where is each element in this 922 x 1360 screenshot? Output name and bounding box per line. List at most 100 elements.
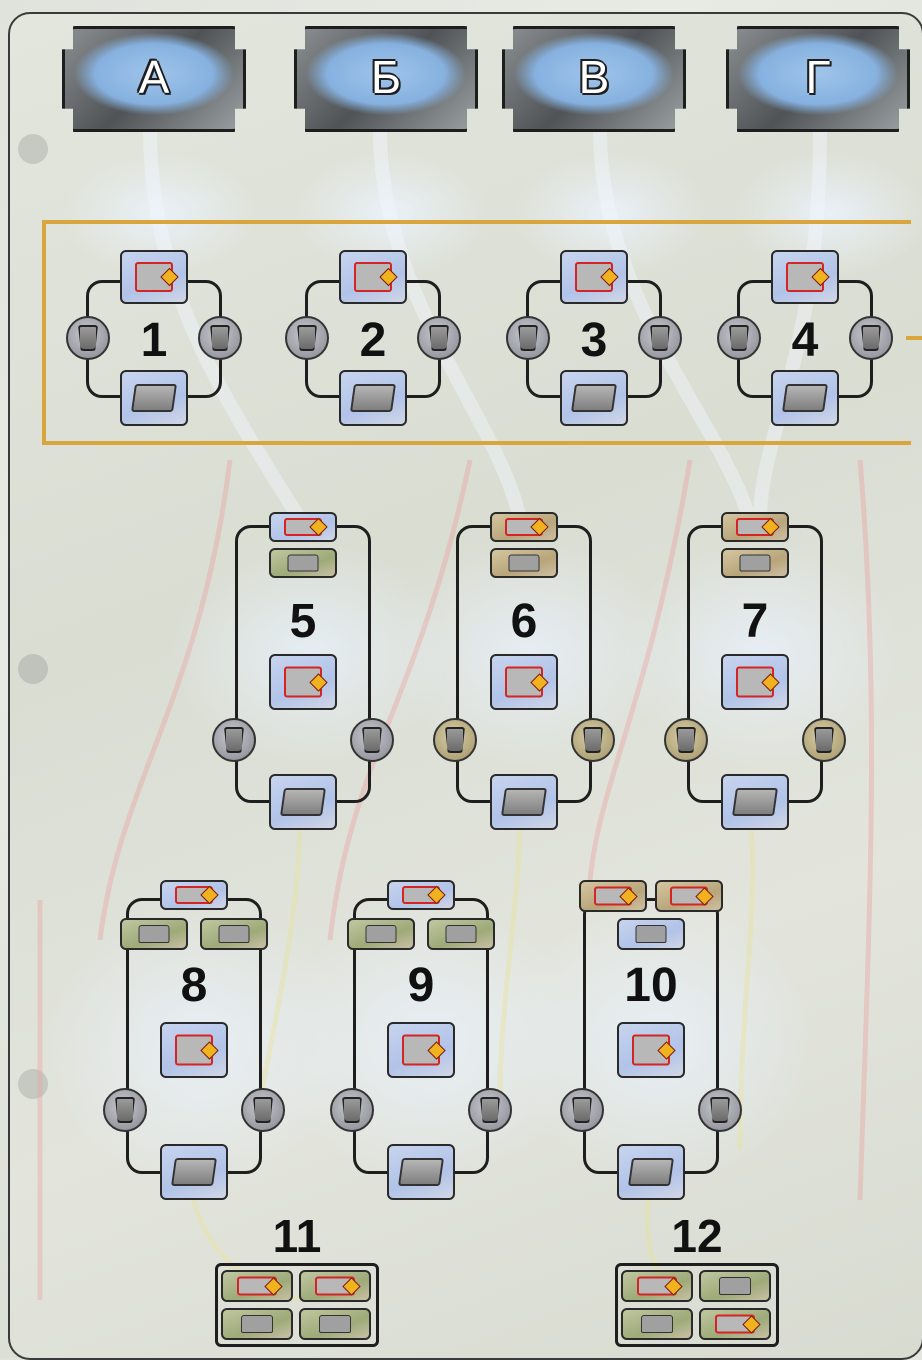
generator-space[interactable]: [221, 1270, 293, 1302]
dam-space[interactable]: [560, 370, 628, 426]
site-number: 4: [745, 313, 865, 368]
powerhouse-slot[interactable]: [103, 1088, 147, 1132]
generator-icon: [505, 518, 543, 536]
generator-space[interactable]: [655, 880, 723, 912]
highlight-connector: [906, 336, 922, 340]
slot-icon: [572, 1097, 592, 1123]
dam-space[interactable]: [387, 1144, 455, 1200]
generator-space[interactable]: [120, 250, 188, 304]
generator-icon: [284, 518, 322, 536]
site-number: 7: [695, 594, 815, 649]
slot-icon: [445, 727, 465, 753]
conduit-space[interactable]: [347, 918, 415, 950]
powerhouse-slot[interactable]: [560, 1088, 604, 1132]
conduit-space[interactable]: [299, 1308, 371, 1340]
site-number: 6: [464, 594, 584, 649]
slot-icon: [253, 1097, 273, 1123]
slot-icon: [583, 727, 603, 753]
dam-space[interactable]: [269, 774, 337, 830]
generator-icon: [237, 1277, 277, 1296]
generator-space[interactable]: [269, 512, 337, 542]
dam-space[interactable]: [490, 774, 558, 830]
site-number: 1: [94, 313, 214, 368]
region-token-g: Г: [726, 26, 910, 132]
conduit-space[interactable]: [221, 1308, 293, 1340]
generator-icon: [736, 518, 774, 536]
conduit-space[interactable]: [269, 548, 337, 578]
generator-space[interactable]: [269, 654, 337, 710]
conduit-space[interactable]: [120, 918, 188, 950]
generator-icon: [402, 886, 440, 904]
generator-space[interactable]: [387, 880, 455, 910]
generator-space[interactable]: [721, 654, 789, 710]
generator-icon: [402, 1035, 440, 1066]
powerhouse-slot[interactable]: [350, 718, 394, 762]
generator-space[interactable]: [160, 1022, 228, 1078]
site-number: 3: [534, 313, 654, 368]
dam-space[interactable]: [771, 370, 839, 426]
generator-space[interactable]: [617, 1022, 685, 1078]
dam-icon: [280, 788, 326, 816]
generator-icon: [175, 886, 213, 904]
site-number: 8: [134, 958, 254, 1013]
conduit-space[interactable]: [490, 548, 558, 578]
generator-space[interactable]: [339, 250, 407, 304]
conduit-space[interactable]: [200, 918, 268, 950]
generator-space[interactable]: [160, 880, 228, 910]
slot-icon: [115, 1097, 135, 1123]
powerhouse-slot[interactable]: [468, 1088, 512, 1132]
generator-space[interactable]: [621, 1270, 693, 1302]
generator-space[interactable]: [579, 880, 647, 912]
site-number: 12: [637, 1209, 757, 1263]
generator-space[interactable]: [387, 1022, 455, 1078]
powerhouse-slot[interactable]: [433, 718, 477, 762]
generator-icon: [670, 887, 708, 906]
conduit-icon: [740, 555, 771, 572]
conduit-space[interactable]: [699, 1270, 771, 1302]
generator-icon: [175, 1035, 213, 1066]
generator-space[interactable]: [490, 512, 558, 542]
dam-icon: [171, 1158, 217, 1186]
powerhouse-slot[interactable]: [212, 718, 256, 762]
generator-icon: [284, 667, 322, 698]
generator-space[interactable]: [299, 1270, 371, 1302]
region-token-a: А: [62, 26, 246, 132]
dam-space[interactable]: [721, 774, 789, 830]
powerhouse-slot[interactable]: [698, 1088, 742, 1132]
powerhouse-slot[interactable]: [664, 718, 708, 762]
conduit-icon: [319, 1315, 351, 1333]
dam-icon: [782, 384, 828, 412]
slot-icon: [362, 727, 382, 753]
conduit-space[interactable]: [621, 1308, 693, 1340]
conduit-space[interactable]: [427, 918, 495, 950]
powerhouse-slot[interactable]: [802, 718, 846, 762]
generator-icon: [715, 1315, 755, 1334]
generator-icon: [315, 1277, 355, 1296]
conduit-space[interactable]: [617, 918, 685, 950]
conduit-icon: [288, 555, 319, 572]
dam-icon: [628, 1158, 674, 1186]
dam-space[interactable]: [160, 1144, 228, 1200]
region-token-b: Б: [294, 26, 478, 132]
powerhouse-slot[interactable]: [330, 1088, 374, 1132]
dam-space[interactable]: [617, 1144, 685, 1200]
site-number: 9: [361, 958, 481, 1013]
generator-space[interactable]: [699, 1308, 771, 1340]
dam-space[interactable]: [339, 370, 407, 426]
powerhouse-slot[interactable]: [571, 718, 615, 762]
generator-space[interactable]: [490, 654, 558, 710]
generator-icon: [637, 1277, 677, 1296]
conduit-icon: [219, 925, 250, 943]
site-number: 10: [591, 958, 711, 1013]
powerhouse-slot[interactable]: [241, 1088, 285, 1132]
generator-icon: [594, 887, 632, 906]
conduit-space[interactable]: [721, 548, 789, 578]
slot-icon: [710, 1097, 730, 1123]
slot-icon: [342, 1097, 362, 1123]
generator-space[interactable]: [560, 250, 628, 304]
generator-space[interactable]: [771, 250, 839, 304]
generator-icon: [786, 262, 824, 292]
generator-space[interactable]: [721, 512, 789, 542]
site-number: 5: [243, 594, 363, 649]
dam-space[interactable]: [120, 370, 188, 426]
